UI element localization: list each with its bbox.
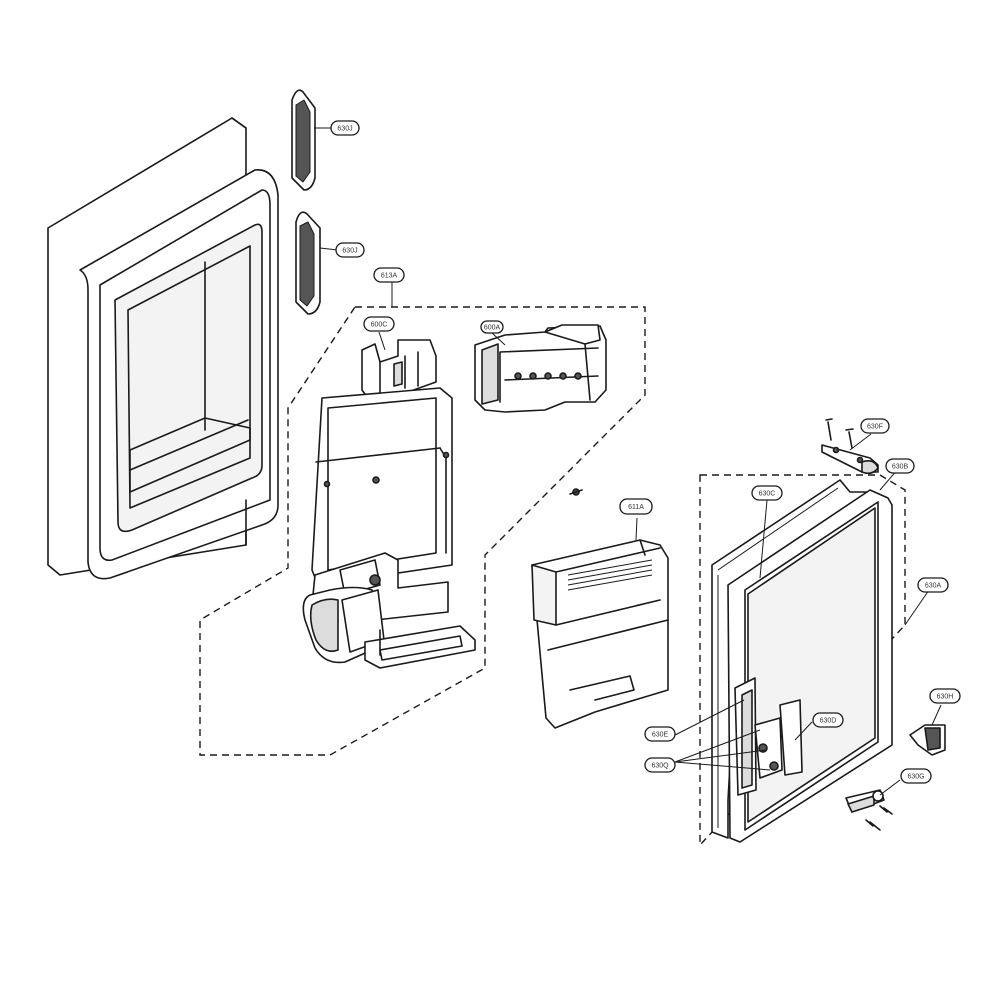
part-630j-bottom [295,211,321,315]
ice-bin-cover-611a [531,539,669,729]
ice-dispenser-housing [302,339,476,669]
assembly-613a-outline [199,306,646,756]
callout-label: 630H [937,694,954,701]
hinge-630g [845,789,893,831]
callout-label: 630E [652,732,669,739]
callout-label: 613A [381,273,398,280]
callout-630f: 630F [860,418,890,434]
callout-630c: 630C [751,485,783,501]
callout-600a: 600A [480,320,504,334]
ice-maker-600a [474,324,607,413]
callout-label: 630G [907,774,924,781]
callout-630j-top: 630J [330,120,360,136]
callout-611a: 611A [619,498,653,515]
callout-label: 611A [628,504,644,511]
callout-label: 630C [759,491,776,498]
ice-door-630a [711,479,893,843]
callout-label: 600A [484,325,501,332]
door-assembly-outline [699,474,906,847]
callout-630j-bottom: 630J [335,242,365,258]
callout-630g: 630G [900,768,932,784]
callout-label: 630B [892,464,909,471]
refrigerator-door [47,117,279,580]
callout-label: 630A [925,583,942,590]
hinge-630f [821,418,879,475]
screw-small [569,488,583,496]
callout-label: 630F [867,424,883,431]
callout-630a: 630A [917,577,949,593]
callout-600c: 600C [363,316,395,332]
callout-613a: 613A [373,267,405,283]
callout-label: 600C [371,322,388,329]
callout-630b: 630B [885,458,915,474]
callout-label: 630J [342,248,357,255]
callout-630h: 630H [929,688,961,704]
callout-label: 630J [337,126,352,133]
callout-630e: 630E [644,726,676,742]
callout-label: 630Q [651,763,669,770]
callout-630d: 630D [812,712,844,728]
part-630j-top [291,89,316,191]
clip-630h [909,724,946,756]
callout-630q: 630Q [644,757,676,773]
callout-label: 630D [820,718,837,725]
